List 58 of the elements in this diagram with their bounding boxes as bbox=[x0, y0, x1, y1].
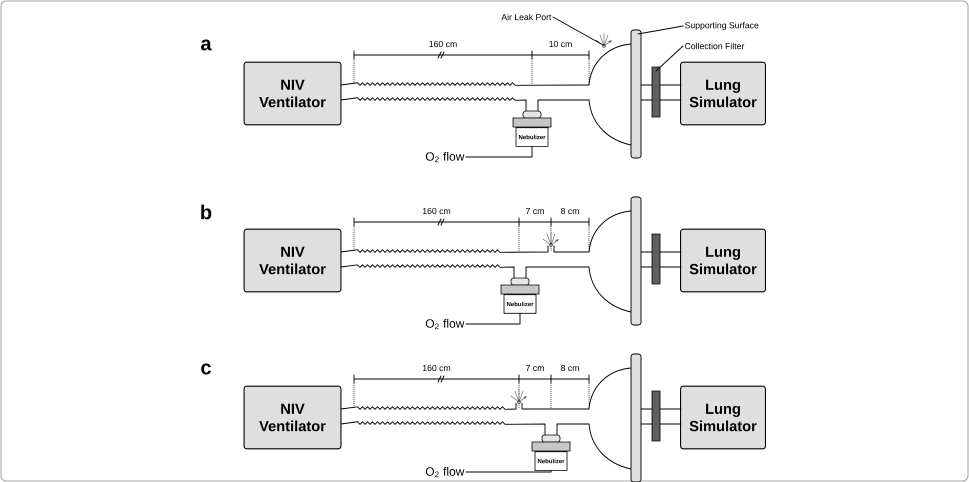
tube-line bbox=[556, 424, 590, 436]
tube-line bbox=[640, 84, 652, 86]
dimension-label: 10 cm bbox=[549, 40, 572, 48]
flow-label: O$_{2}$ flow bbox=[426, 152, 464, 162]
tube-line bbox=[526, 266, 590, 278]
tube-line bbox=[340, 264, 514, 278]
tube-line bbox=[340, 82, 590, 86]
device-box: Lung Simulator bbox=[680, 228, 766, 292]
mask bbox=[588, 44, 632, 146]
tube-line bbox=[340, 421, 546, 436]
device-box: NIV Ventilator bbox=[244, 62, 342, 126]
tube-line bbox=[640, 266, 652, 268]
tube-line bbox=[340, 402, 516, 410]
support-plate bbox=[630, 30, 642, 158]
panel-letter: c bbox=[201, 364, 211, 374]
tube-line bbox=[538, 100, 590, 112]
tube-line bbox=[660, 408, 682, 410]
dimension-label: 7 cm bbox=[526, 208, 544, 214]
dimension-label: 160 cm bbox=[422, 364, 450, 372]
callout-label: Air Leak Port bbox=[501, 14, 552, 20]
dimension-label: 160 cm bbox=[422, 208, 450, 214]
panel-letter: b bbox=[201, 204, 212, 220]
tube-line bbox=[660, 266, 682, 268]
leader-line bbox=[466, 313, 520, 324]
device-box: NIV Ventilator bbox=[244, 386, 342, 450]
filter-block bbox=[652, 390, 660, 442]
tube-line bbox=[554, 246, 590, 252]
callout-label: Collection Filter bbox=[685, 42, 744, 50]
dimension-label: 8 cm bbox=[561, 364, 579, 372]
tube-line bbox=[522, 402, 590, 410]
filter-block bbox=[652, 66, 660, 118]
device-box: Lung Simulator bbox=[680, 62, 766, 126]
leader-line bbox=[638, 26, 684, 34]
tube-line bbox=[340, 246, 548, 253]
tube-line bbox=[640, 408, 652, 410]
tube-line bbox=[340, 97, 526, 112]
leak-port-icon bbox=[542, 232, 559, 247]
mask bbox=[588, 210, 632, 312]
leader-line bbox=[466, 146, 532, 158]
leader-line bbox=[656, 46, 684, 72]
panel-letter: a bbox=[201, 40, 212, 50]
dimension-label: 8 cm bbox=[561, 208, 579, 214]
dimension-label: 160 cm bbox=[429, 40, 457, 48]
flow-label: O$_{2}$ flow bbox=[426, 466, 464, 478]
callout-label: Supporting Surface bbox=[685, 22, 758, 30]
device-box: Lung Simulator bbox=[680, 386, 766, 450]
support-plate bbox=[630, 196, 642, 326]
mask bbox=[588, 368, 632, 470]
tube-line bbox=[660, 84, 682, 86]
leak-port-icon bbox=[596, 32, 612, 48]
flow-label: O$_{2}$ flow bbox=[426, 318, 464, 330]
dimension-label: 7 cm bbox=[526, 364, 544, 372]
leader-line bbox=[466, 470, 552, 472]
leak-port-icon bbox=[510, 388, 527, 404]
leader-line bbox=[552, 16, 604, 46]
filter-block bbox=[652, 234, 660, 284]
device-box: NIV Ventilator bbox=[244, 228, 342, 292]
support-plate bbox=[630, 354, 642, 482]
